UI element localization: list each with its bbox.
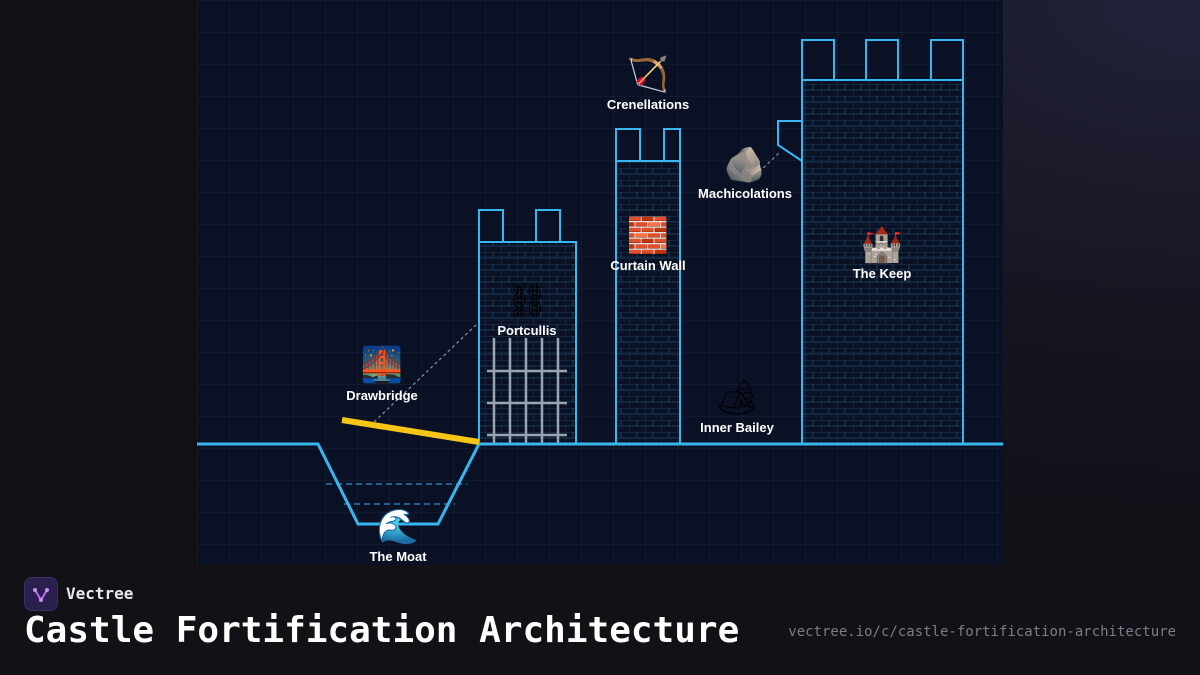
merlon bbox=[865, 39, 899, 81]
water-wave-icon: 🌊 bbox=[376, 507, 420, 547]
curtain-wall-tower bbox=[615, 128, 681, 444]
moat-water bbox=[326, 483, 467, 505]
castle-diagram: 🏹 🪨 🧱 🏰 ⛓ 🌉 🏕 🌊 Crenellations Machicolat… bbox=[197, 0, 1003, 565]
camping-icon: 🏕 bbox=[715, 378, 759, 418]
tree-network-icon bbox=[24, 577, 58, 611]
merlon bbox=[615, 128, 641, 162]
merlon bbox=[930, 39, 964, 81]
bridge-at-night-icon: 🌉 bbox=[360, 345, 404, 385]
ground-line bbox=[197, 442, 1003, 526]
label-crenellations: Crenellations bbox=[606, 97, 690, 112]
rock-icon: 🪨 bbox=[723, 145, 767, 185]
chains-icon: ⛓ bbox=[505, 281, 549, 321]
merlon bbox=[535, 209, 561, 243]
castle-icon: 🏰 bbox=[860, 225, 904, 265]
page-url[interactable]: vectree.io/c/castle-fortification-archit… bbox=[788, 624, 1176, 640]
merlon bbox=[801, 39, 835, 81]
label-inner-bailey: Inner Bailey bbox=[700, 420, 774, 435]
label-drawbridge: Drawbridge bbox=[346, 388, 418, 403]
label-curtain-wall: Curtain Wall bbox=[610, 258, 686, 273]
machicolation-connector bbox=[758, 151, 781, 173]
machicolation-overhang bbox=[777, 120, 803, 162]
castle-diagram-svg bbox=[197, 0, 1003, 565]
portcullis-grate bbox=[487, 338, 567, 444]
keep-tower bbox=[777, 39, 964, 444]
brick-icon: 🧱 bbox=[626, 216, 670, 256]
label-machicolations: Machicolations bbox=[698, 186, 792, 201]
drawbridge-deck bbox=[341, 417, 480, 445]
label-the-keep: The Keep bbox=[852, 266, 912, 281]
page-title: Castle Fortification Architecture bbox=[24, 610, 740, 651]
merlon bbox=[663, 128, 681, 162]
label-the-moat: The Moat bbox=[369, 549, 427, 564]
label-portcullis: Portcullis bbox=[497, 323, 557, 338]
footer bbox=[0, 565, 1200, 675]
brand-name: Vectree bbox=[66, 584, 134, 603]
merlon bbox=[478, 209, 504, 243]
left-margin bbox=[0, 0, 197, 565]
bow-and-arrow-icon: 🏹 bbox=[626, 55, 670, 95]
